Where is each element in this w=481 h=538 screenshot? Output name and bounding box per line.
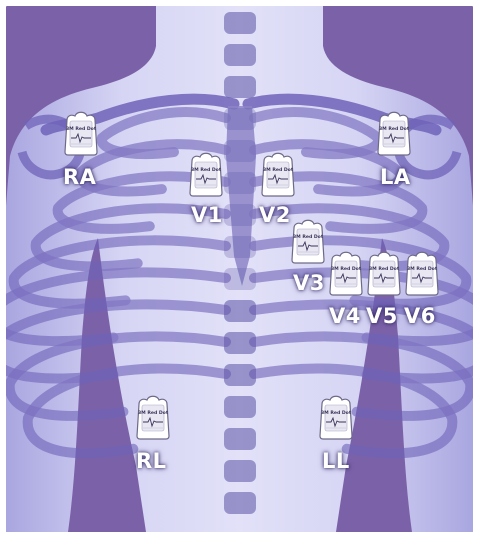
electrode-ra: 3M Red Dot bbox=[61, 110, 101, 156]
electrode-v6: 3M Red Dot bbox=[402, 250, 442, 296]
lead-label-v1: V1 bbox=[191, 203, 223, 227]
lead-label-rl: RL bbox=[136, 449, 167, 473]
svg-text:3M Red Dot: 3M Red Dot bbox=[331, 266, 362, 272]
lead-label-ll: LL bbox=[322, 449, 350, 473]
vertebra bbox=[224, 204, 256, 226]
svg-text:3M Red Dot: 3M Red Dot bbox=[379, 126, 410, 132]
svg-text:3M Red Dot: 3M Red Dot bbox=[66, 126, 97, 132]
vertebra bbox=[224, 44, 256, 66]
diagram-frame: 3M Red Dot RA 3M Red Dot V1 3M Red Dot V… bbox=[6, 6, 473, 532]
vertebra bbox=[224, 460, 256, 482]
vertebra bbox=[224, 76, 256, 98]
vertebra bbox=[224, 268, 256, 290]
vertebra bbox=[224, 236, 256, 258]
electrode-rl: 3M Red Dot bbox=[133, 394, 173, 440]
lead-label-v4: V4 bbox=[329, 304, 361, 328]
vertebra bbox=[224, 396, 256, 418]
svg-text:3M Red Dot: 3M Red Dot bbox=[321, 410, 352, 416]
svg-text:3M Red Dot: 3M Red Dot bbox=[369, 266, 400, 272]
electrode-la: 3M Red Dot bbox=[374, 110, 414, 156]
svg-text:3M Red Dot: 3M Red Dot bbox=[138, 410, 169, 416]
vertebra bbox=[224, 364, 256, 386]
lead-label-v6: V6 bbox=[404, 304, 436, 328]
lead-label-v3: V3 bbox=[293, 271, 325, 295]
vertebra bbox=[224, 300, 256, 322]
svg-text:3M Red Dot: 3M Red Dot bbox=[191, 167, 222, 173]
lead-label-v2: V2 bbox=[259, 203, 291, 227]
vertebra bbox=[224, 428, 256, 450]
lead-label-v5: V5 bbox=[366, 304, 398, 328]
electrode-v2: 3M Red Dot bbox=[258, 151, 298, 197]
electrode-v5: 3M Red Dot bbox=[364, 250, 404, 296]
vertebra bbox=[224, 12, 256, 34]
vertebra bbox=[224, 172, 256, 194]
svg-text:3M Red Dot: 3M Red Dot bbox=[407, 266, 438, 272]
electrode-v1: 3M Red Dot bbox=[186, 151, 226, 197]
electrode-v3: 3M Red Dot bbox=[288, 218, 328, 264]
vertebra bbox=[224, 492, 256, 514]
vertebra bbox=[224, 332, 256, 354]
svg-text:3M Red Dot: 3M Red Dot bbox=[263, 167, 294, 173]
vertebra bbox=[224, 140, 256, 162]
lead-label-ra: RA bbox=[63, 165, 96, 189]
electrode-ll: 3M Red Dot bbox=[316, 394, 356, 440]
lead-label-la: LA bbox=[380, 165, 411, 189]
vertebra bbox=[224, 108, 256, 130]
svg-text:3M Red Dot: 3M Red Dot bbox=[293, 234, 324, 240]
electrode-v4: 3M Red Dot bbox=[326, 250, 366, 296]
